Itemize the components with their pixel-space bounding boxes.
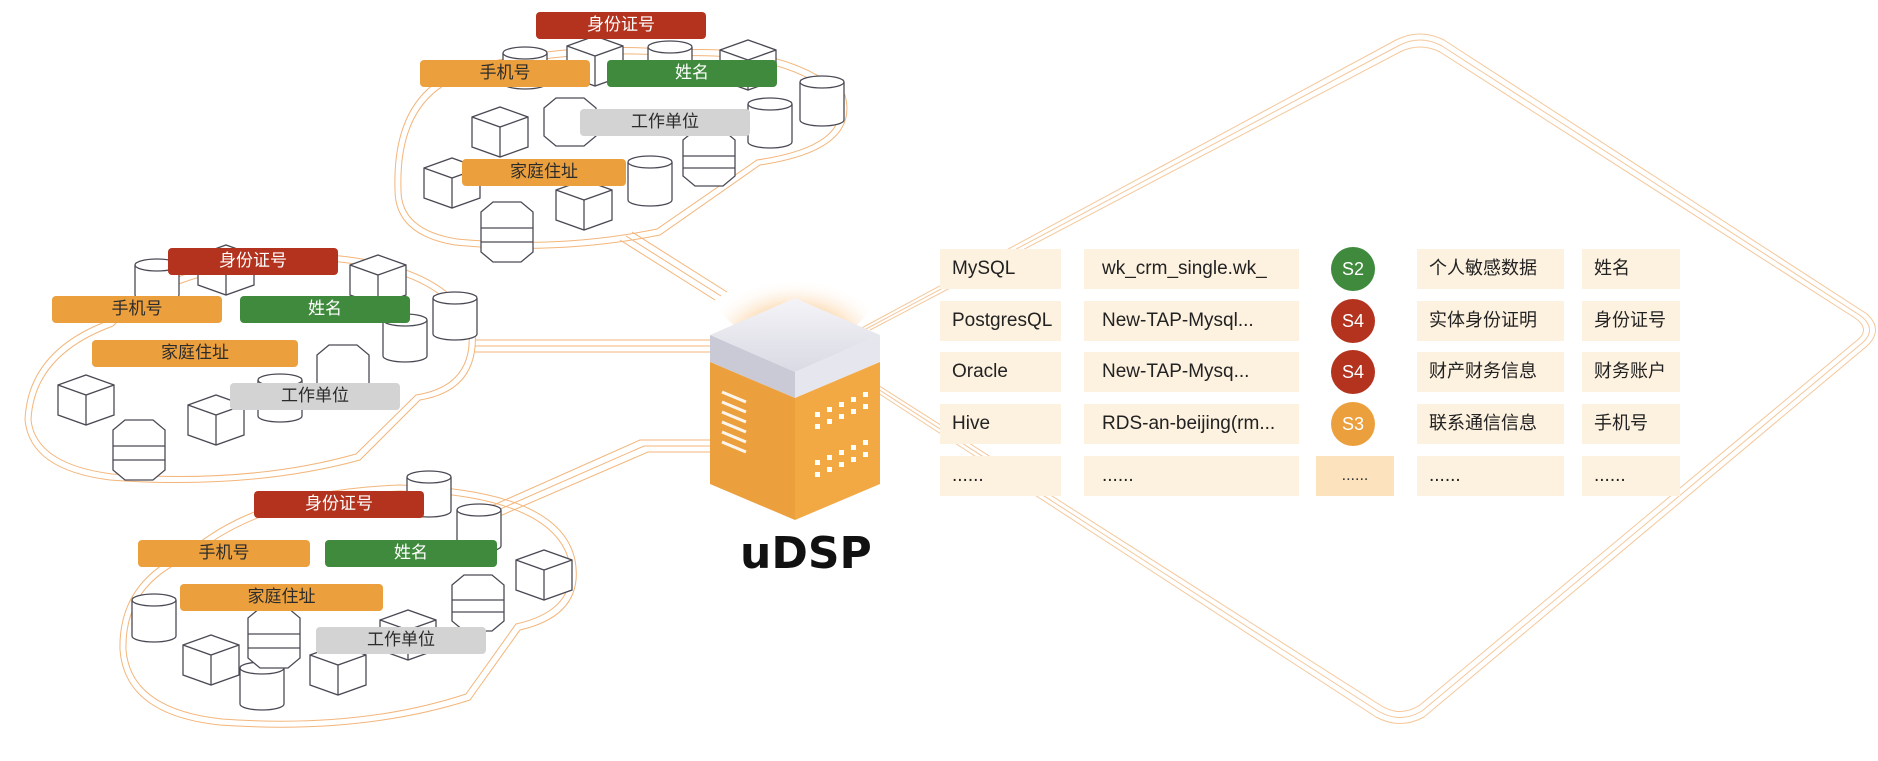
product-title: uDSP: [740, 528, 872, 579]
cell-field: 身份证号: [1582, 301, 1680, 341]
tag-employer: 工作单位: [230, 383, 400, 410]
cell-db-type: MySQL: [940, 249, 1061, 289]
tag-home-address: 家庭住址: [92, 340, 298, 367]
cell-source: New-TAP-Mysql...: [1084, 301, 1299, 341]
cell-field: ......: [1582, 456, 1680, 496]
cell-category: 联系通信信息: [1417, 404, 1564, 444]
udsp-server-icon: [710, 235, 880, 520]
tag-name: 姓名: [607, 60, 777, 87]
cell-source: wk_crm_single.wk_: [1084, 249, 1299, 289]
cell-db-type: Hive: [940, 404, 1061, 444]
cell-field: 财务账户: [1582, 352, 1680, 392]
level-badge: S2: [1331, 247, 1375, 291]
level-badge: S4: [1331, 299, 1375, 343]
cell-category: ......: [1417, 456, 1564, 496]
cell-source: RDS-an-beijing(rm...: [1084, 404, 1299, 444]
level-badge: S3: [1331, 402, 1375, 446]
diamond-outline: [857, 33, 1876, 724]
database-icons-middle: [57, 244, 478, 481]
cell-category: 个人敏感数据: [1417, 249, 1564, 289]
cell-source: New-TAP-Mysq...: [1084, 352, 1299, 392]
connector-lines: [459, 231, 728, 529]
cell-field: 姓名: [1582, 249, 1680, 289]
cloud-middle-outline: [24, 254, 476, 483]
tag-phone: 手机号: [52, 296, 222, 323]
tag-phone: 手机号: [138, 540, 310, 567]
tag-id-number: 身份证号: [254, 491, 424, 518]
cell-category: 实体身份证明: [1417, 301, 1564, 341]
cell-field: 手机号: [1582, 404, 1680, 444]
tag-id-number: 身份证号: [168, 248, 338, 275]
level-more: ......: [1316, 456, 1394, 496]
tag-employer: 工作单位: [580, 109, 750, 136]
cell-source: ......: [1084, 456, 1299, 496]
tag-name: 姓名: [325, 540, 497, 567]
database-icons-top: [423, 35, 845, 263]
cell-db-type: ......: [940, 456, 1061, 496]
cell-category: 财产财务信息: [1417, 352, 1564, 392]
tag-home-address: 家庭住址: [180, 584, 383, 611]
tag-home-address: 家庭住址: [462, 159, 626, 186]
cell-db-type: PostgresQL: [940, 301, 1061, 341]
tag-name: 姓名: [240, 296, 410, 323]
cell-db-type: Oracle: [940, 352, 1061, 392]
tag-employer: 工作单位: [316, 627, 486, 654]
level-badge: S4: [1331, 350, 1375, 394]
tag-phone: 手机号: [420, 60, 590, 87]
tag-id-number: 身份证号: [536, 12, 706, 39]
